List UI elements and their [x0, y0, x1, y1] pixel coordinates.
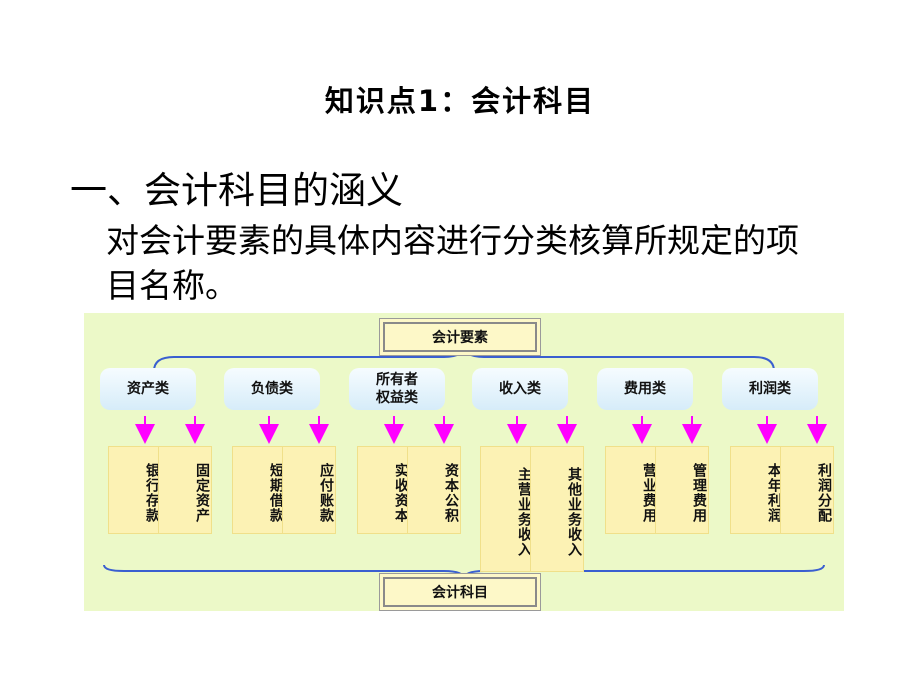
account-item: 实收资本	[357, 446, 411, 534]
account-item: 短期借款	[232, 446, 286, 534]
slide-title: 知识点1：会计科目	[324, 84, 596, 118]
account-item: 主营业务收入	[480, 446, 534, 572]
bottom-label-box: 会计科目	[383, 577, 537, 607]
top-label-box: 会计要素	[383, 322, 537, 352]
category-box: 收入类	[472, 368, 568, 410]
account-item: 营业费用	[605, 446, 659, 534]
account-item: 本年利润	[730, 446, 784, 534]
section-heading: 一、会计科目的涵义	[70, 169, 403, 212]
account-item: 资本公积	[407, 446, 461, 534]
category-box: 利润类	[722, 368, 818, 410]
category-box: 负债类	[224, 368, 320, 410]
definition-text: 对会计要素的具体内容进行分类核算所规定的项目名称。	[106, 221, 799, 305]
top-label: 会计要素	[432, 330, 488, 346]
category-box: 资产类	[100, 368, 196, 410]
account-item: 其他业务收入	[530, 446, 584, 572]
account-item: 利润分配	[780, 446, 834, 534]
account-item: 固定资产	[158, 446, 212, 534]
account-diagram: 会计要素 资产类银行存款固定资产负债类短期借款应付账款所有者 权益类实收资本资本…	[84, 313, 844, 611]
account-item: 管理费用	[655, 446, 709, 534]
account-item: 银行存款	[108, 446, 162, 534]
category-box: 费用类	[597, 368, 693, 410]
bottom-label: 会计科目	[432, 585, 488, 601]
category-box: 所有者 权益类	[349, 368, 445, 410]
account-item: 应付账款	[282, 446, 336, 534]
